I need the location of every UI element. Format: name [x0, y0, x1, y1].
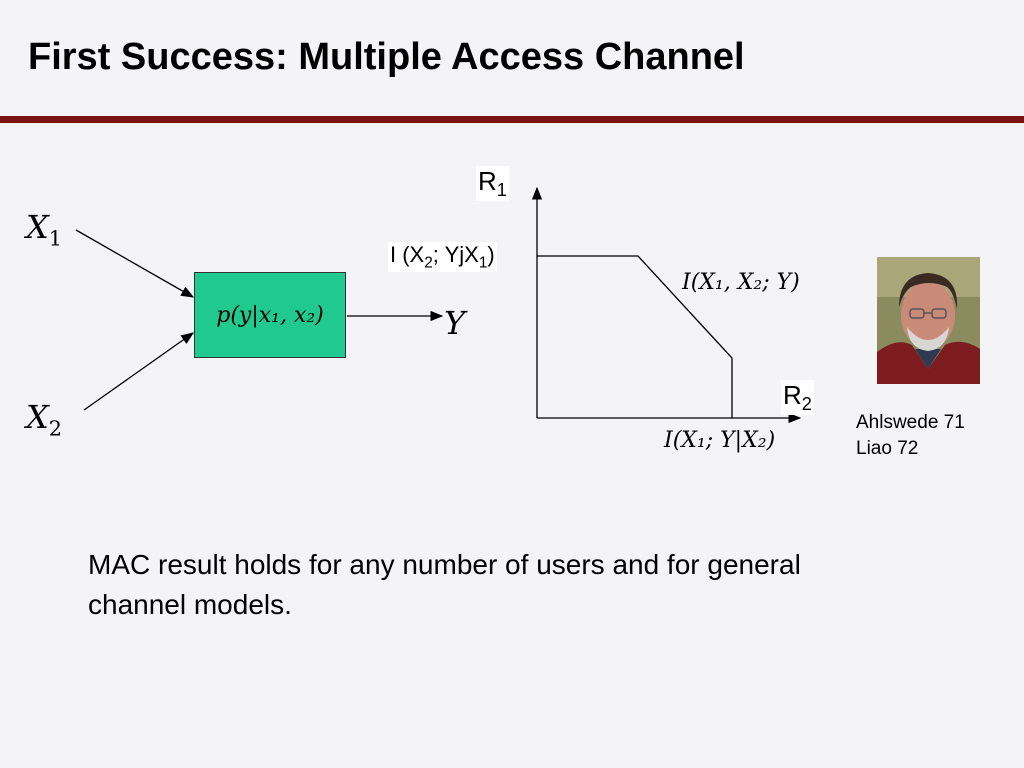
y-axis-label: R1	[476, 166, 509, 202]
sum-rate-label: I(X₁, X₂; Y)	[682, 270, 800, 295]
caption-line-1: Ahlswede 71	[856, 412, 965, 433]
caption-line-2: Liao 72	[856, 438, 919, 459]
y-intercept-label: I (X2; YjX1)	[388, 242, 497, 273]
input2-arrow	[83, 332, 195, 411]
x-intercept-label: I(X₁; Y|X₂)	[664, 428, 776, 453]
channel-label: p(y|x₁, x₂)	[216, 302, 324, 328]
capacity-region-boundary	[537, 255, 733, 418]
output-label: Y	[444, 304, 466, 342]
photo-caption: Ahlswede 71 Liao 72	[856, 410, 965, 462]
channel-box: p(y|x₁, x₂)	[194, 272, 346, 358]
slide-title: First Success: Multiple Access Channel	[28, 36, 745, 78]
portrait-photo	[877, 257, 980, 384]
title-divider	[0, 116, 1024, 123]
x-axis-label: R2	[781, 380, 814, 416]
input2-label: X2	[26, 398, 63, 441]
body-text: MAC result holds for any number of users…	[88, 549, 801, 620]
input1-arrow	[75, 229, 195, 298]
portrait-image	[877, 257, 980, 384]
input1-label: X1	[26, 208, 63, 251]
